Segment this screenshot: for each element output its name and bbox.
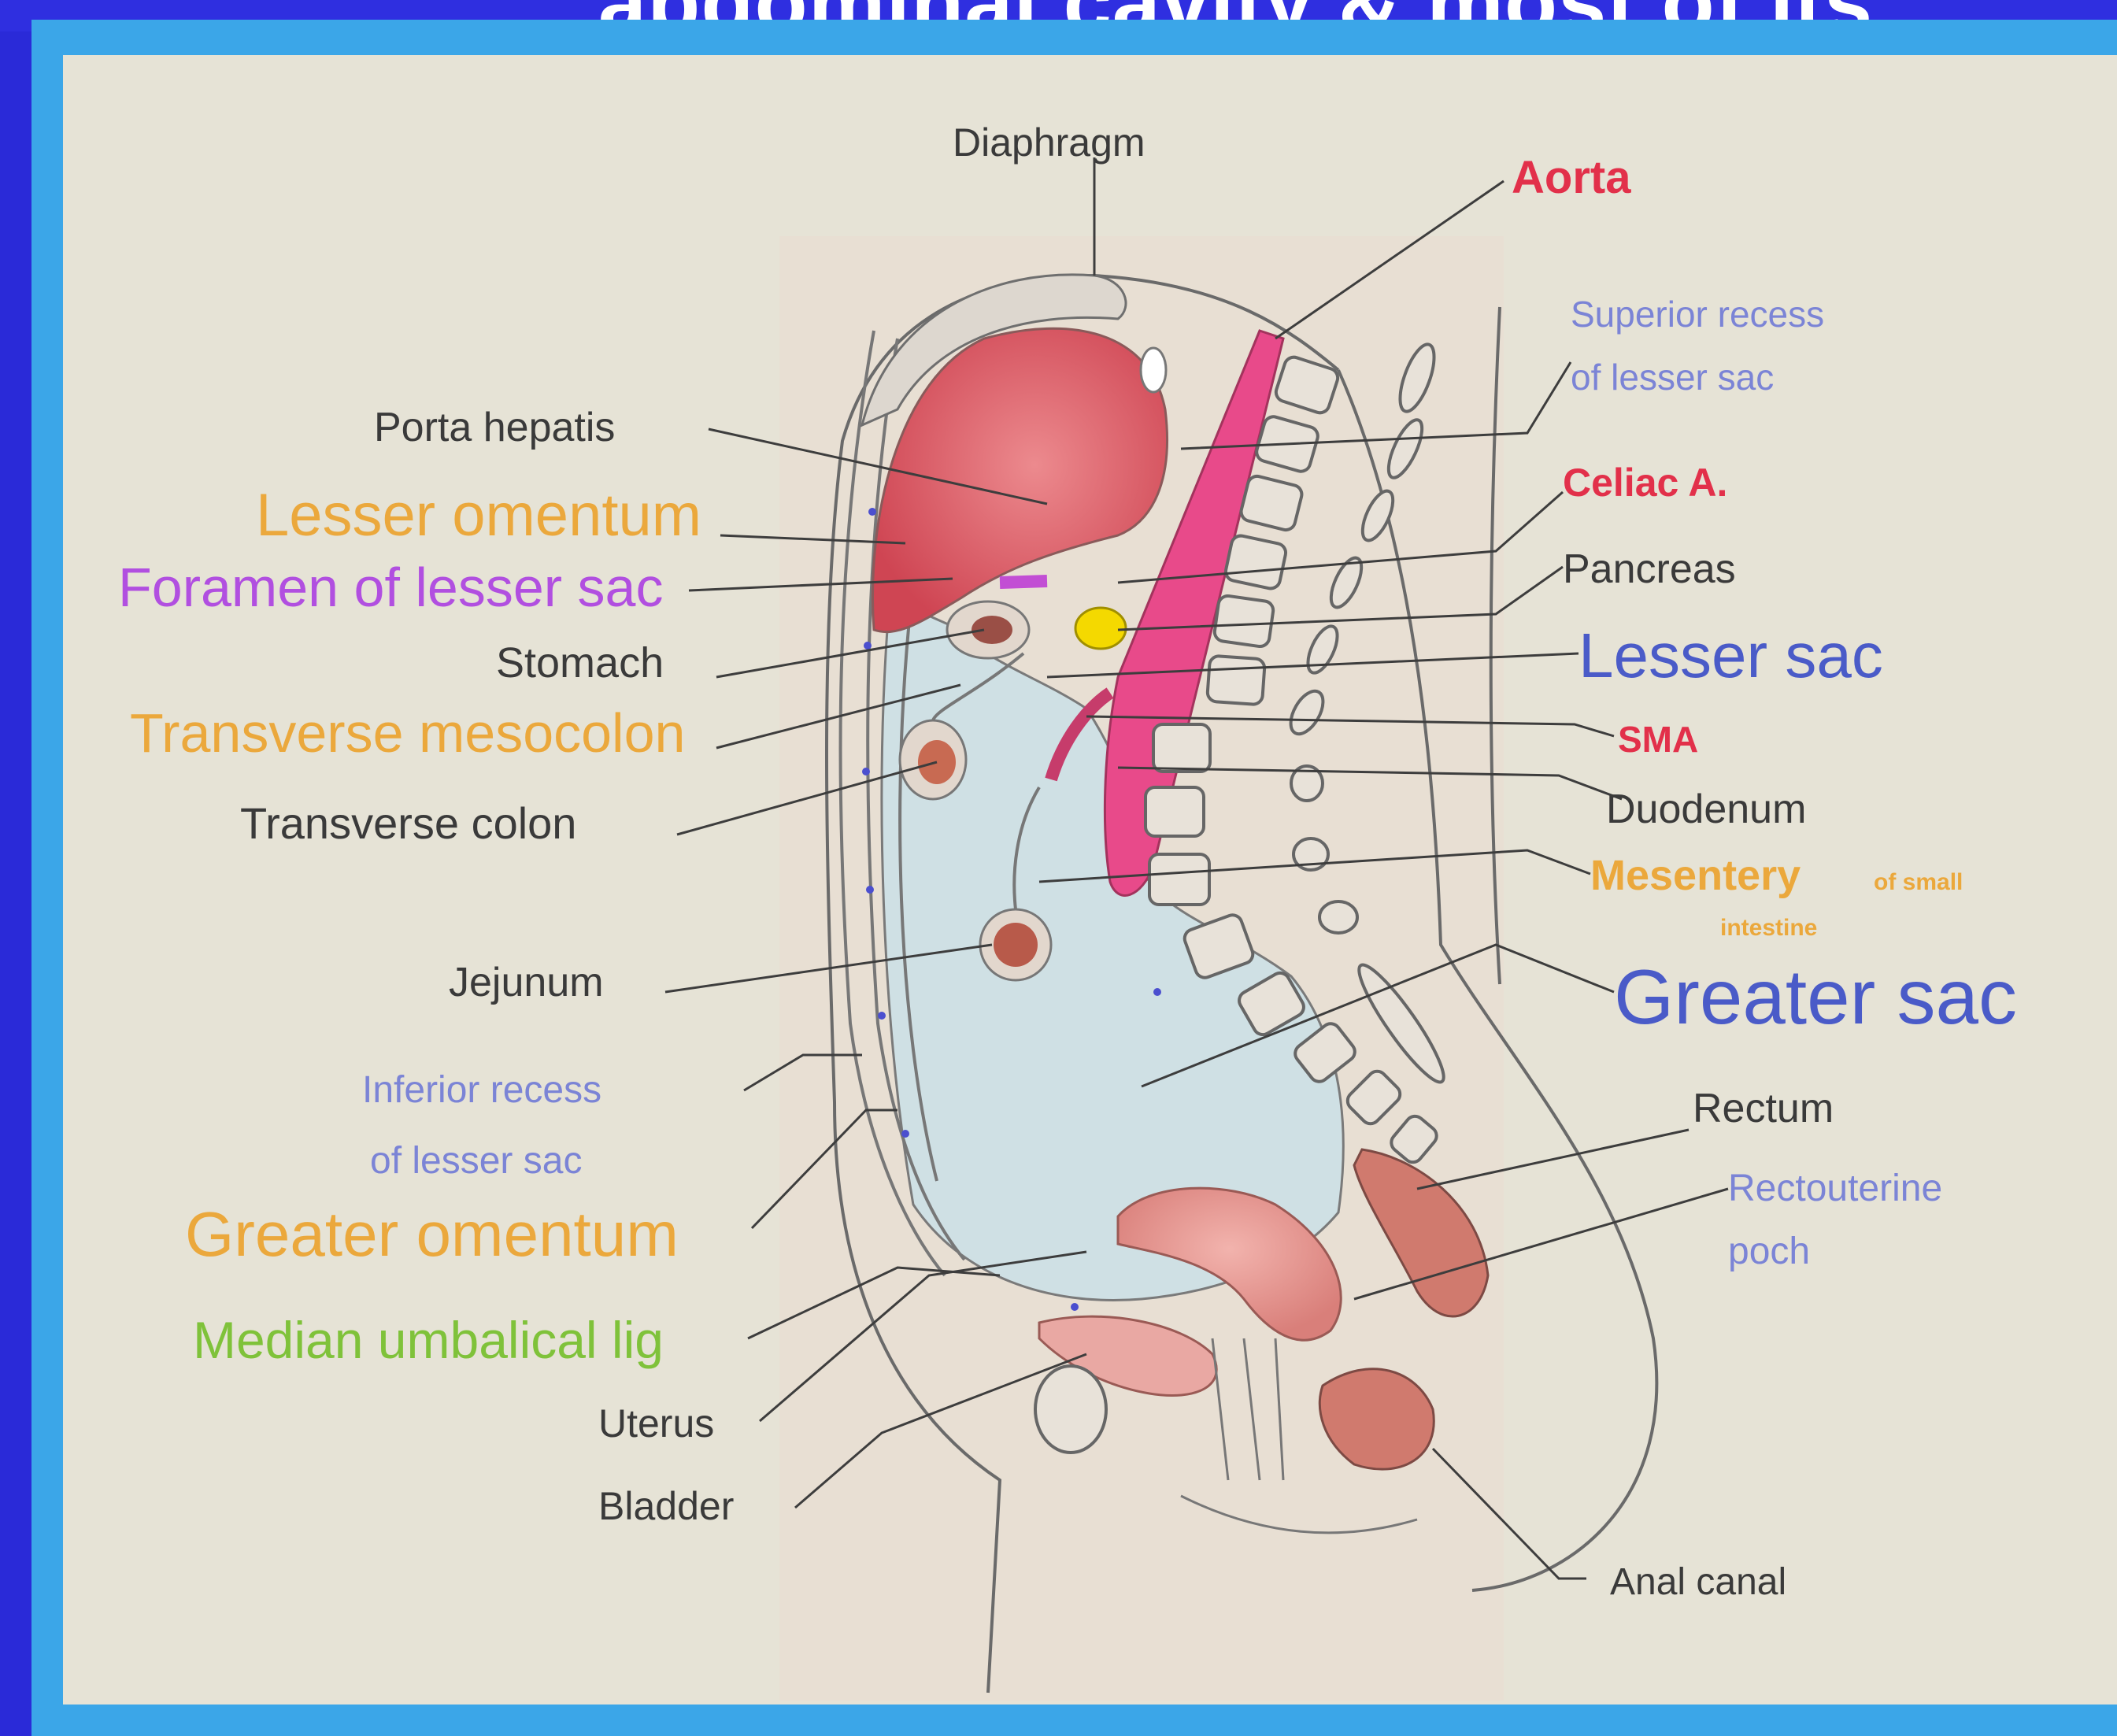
label-rectouterine-2: poch xyxy=(1728,1231,1810,1272)
transverse-colon xyxy=(900,720,966,799)
label-greater-omentum: Greater omentum xyxy=(185,1199,679,1269)
label-median-umbilical: Median umbalical lig xyxy=(193,1311,664,1369)
label-mesentery-2: intestine xyxy=(1720,915,1817,941)
label-sma: SMA xyxy=(1618,719,1698,760)
label-rectum: Rectum xyxy=(1693,1086,1834,1131)
label-porta-hepatis: Porta hepatis xyxy=(374,405,615,450)
label-bladder: Bladder xyxy=(598,1484,734,1528)
label-inferior-recess-2: of lesser sac xyxy=(370,1140,582,1182)
pancreas xyxy=(1075,608,1126,649)
label-lesser-omentum: Lesser omentum xyxy=(256,482,701,549)
label-jejunum: Jejunum xyxy=(449,960,604,1005)
label-transverse-colon: Transverse colon xyxy=(240,798,576,848)
label-superior-recess-2: of lesser sac xyxy=(1571,357,1774,398)
label-foramen-lesser-sac: Foramen of lesser sac xyxy=(118,557,663,618)
label-celiac: Celiac A. xyxy=(1563,461,1727,505)
label-uterus: Uterus xyxy=(598,1401,714,1445)
label-mesentery-1: Mesentery xyxy=(1590,852,1801,899)
label-pancreas: Pancreas xyxy=(1563,546,1736,592)
foramen-marker xyxy=(1000,581,1047,583)
label-aorta: Aorta xyxy=(1512,152,1631,203)
label-rectouterine-1: Rectouterine xyxy=(1728,1168,1942,1209)
stomach xyxy=(947,601,1029,658)
label-greater-sac: Greater sac xyxy=(1614,953,2017,1040)
label-duodenum: Duodenum xyxy=(1606,787,1806,832)
label-anal-canal: Anal canal xyxy=(1610,1561,1786,1603)
small-structure xyxy=(1141,348,1166,392)
label-stomach: Stomach xyxy=(496,639,664,687)
label-mesentery-small: of small xyxy=(1874,869,1963,895)
label-transverse-mesocolon: Transverse mesocolon xyxy=(130,702,685,764)
label-inferior-recess-1: Inferior recess xyxy=(362,1069,601,1111)
label-diaphragm: Diaphragm xyxy=(953,120,1145,165)
label-lesser-sac: Lesser sac xyxy=(1578,620,1883,690)
pubic-bone xyxy=(1035,1366,1106,1453)
label-superior-recess-1: Superior recess xyxy=(1571,294,1824,335)
